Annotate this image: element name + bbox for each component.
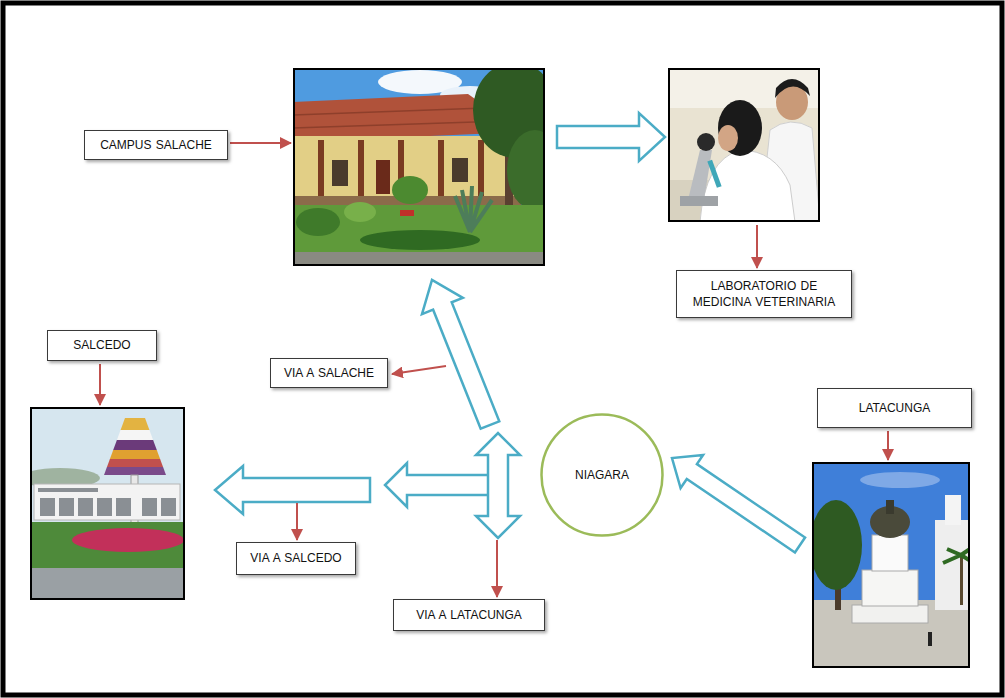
route-arrow — [215, 113, 805, 552]
latacunga-photo — [943, 547, 970, 565]
node-label: NIAGARA — [575, 467, 629, 483]
leader-arrow — [887, 431, 889, 460]
label-box: LATACUNGA — [817, 388, 972, 428]
campus-photo — [376, 160, 390, 194]
label-box: VIA A SALCEDO — [236, 542, 356, 575]
leader-arrow — [496, 540, 498, 597]
label-box: VIA A SALACHE — [270, 358, 388, 388]
salcedo-photo — [100, 467, 170, 475]
salcedo-photo — [161, 498, 176, 516]
campus-photo — [293, 68, 545, 266]
lab-photo — [707, 160, 721, 188]
campus-photo — [293, 205, 545, 266]
salcedo-photo — [30, 522, 185, 570]
node-label: VIA A LATACUNGA — [416, 607, 522, 623]
campus-photo — [455, 186, 492, 232]
route-arrow — [215, 466, 370, 514]
leader-arrow — [392, 366, 446, 374]
campus-photo — [452, 158, 468, 182]
campus-photo — [400, 210, 414, 216]
campus-photo — [293, 136, 521, 210]
lab-photo — [668, 68, 820, 222]
salcedo-photo — [72, 528, 184, 552]
latacunga-photo — [860, 472, 940, 488]
lab-photo — [668, 68, 820, 222]
page-frame — [3, 3, 1002, 695]
leader-arrow — [296, 503, 298, 540]
leader-arrow — [99, 364, 101, 405]
salcedo-photo — [30, 568, 185, 600]
salcedo-photo — [78, 498, 93, 516]
label-box: SALCEDO — [47, 330, 157, 361]
route-arrow — [672, 455, 805, 552]
lab-photo — [775, 79, 810, 98]
node-label: SALCEDO — [73, 337, 130, 353]
latacunga-photo — [928, 632, 932, 646]
latacunga-photo — [935, 520, 970, 610]
node-label: VIA A SALACHE — [284, 365, 374, 381]
label-box: LABORATORIO DE MEDICINA VETERINARIA — [676, 270, 852, 318]
lab-photo — [718, 100, 762, 156]
campus-photo — [293, 108, 485, 115]
latacunga-photo — [862, 570, 918, 606]
label-box: VIA A LATACUNGA — [393, 599, 545, 631]
campus-photo — [293, 121, 505, 128]
node-label: LABORATORIO DE MEDICINA VETERINARIA — [683, 278, 845, 310]
salcedo-photo — [30, 407, 185, 600]
leader-arrow — [756, 225, 758, 268]
latacunga-photo — [945, 495, 961, 525]
salcedo-photo — [100, 459, 170, 467]
lab-photo — [718, 125, 738, 151]
campus-photo — [332, 160, 348, 186]
campus-photo — [392, 176, 428, 204]
circle-outline — [542, 415, 663, 536]
node-label: LATACUNGA — [859, 400, 931, 416]
route-arrow — [385, 463, 496, 507]
latacunga-photo — [812, 462, 970, 668]
lab-photo — [700, 150, 795, 222]
route-arrow — [476, 433, 520, 538]
latacunga-photo — [812, 500, 862, 590]
leader-arrow — [100, 143, 888, 597]
latacunga-photo — [872, 535, 908, 571]
latacunga-photo — [852, 605, 928, 623]
place-circle: NIAGARA — [540, 413, 664, 537]
campus-photo — [293, 68, 545, 266]
salcedo-photo — [34, 484, 180, 520]
salcedo-photo — [97, 498, 112, 516]
route-arrow — [422, 280, 499, 429]
leader-arrow — [230, 142, 291, 144]
lab-photo — [680, 196, 718, 206]
node-label: CAMPUS SALACHE — [100, 137, 212, 153]
salcedo-photo — [40, 498, 55, 516]
node-label: VIA A SALCEDO — [250, 550, 341, 566]
salcedo-photo — [30, 407, 185, 600]
campus-photo — [507, 130, 545, 210]
salcedo-photo — [100, 430, 170, 440]
lab-photo — [668, 68, 820, 222]
label-box: CAMPUS SALACHE — [84, 130, 228, 160]
campus-photo — [296, 208, 340, 236]
salcedo-photo — [100, 418, 170, 475]
salcedo-photo — [142, 498, 157, 516]
salcedo-photo — [116, 498, 131, 516]
salcedo-photo — [38, 488, 98, 492]
campus-photo — [360, 230, 480, 250]
route-arrow — [557, 113, 665, 161]
salcedo-photo — [100, 440, 170, 450]
salcedo-photo — [30, 407, 185, 600]
lab-photo — [697, 133, 715, 151]
latacunga-photo — [812, 600, 970, 668]
campus-photo — [344, 202, 376, 222]
latacunga-photo — [960, 555, 963, 605]
salcedo-photo — [100, 450, 170, 459]
salcedo-photo — [59, 498, 74, 516]
latacunga-photo — [886, 500, 894, 514]
latacunga-photo — [812, 462, 970, 668]
campus-photo — [293, 252, 545, 266]
salcedo-photo — [100, 418, 170, 430]
lab-photo — [688, 150, 712, 200]
